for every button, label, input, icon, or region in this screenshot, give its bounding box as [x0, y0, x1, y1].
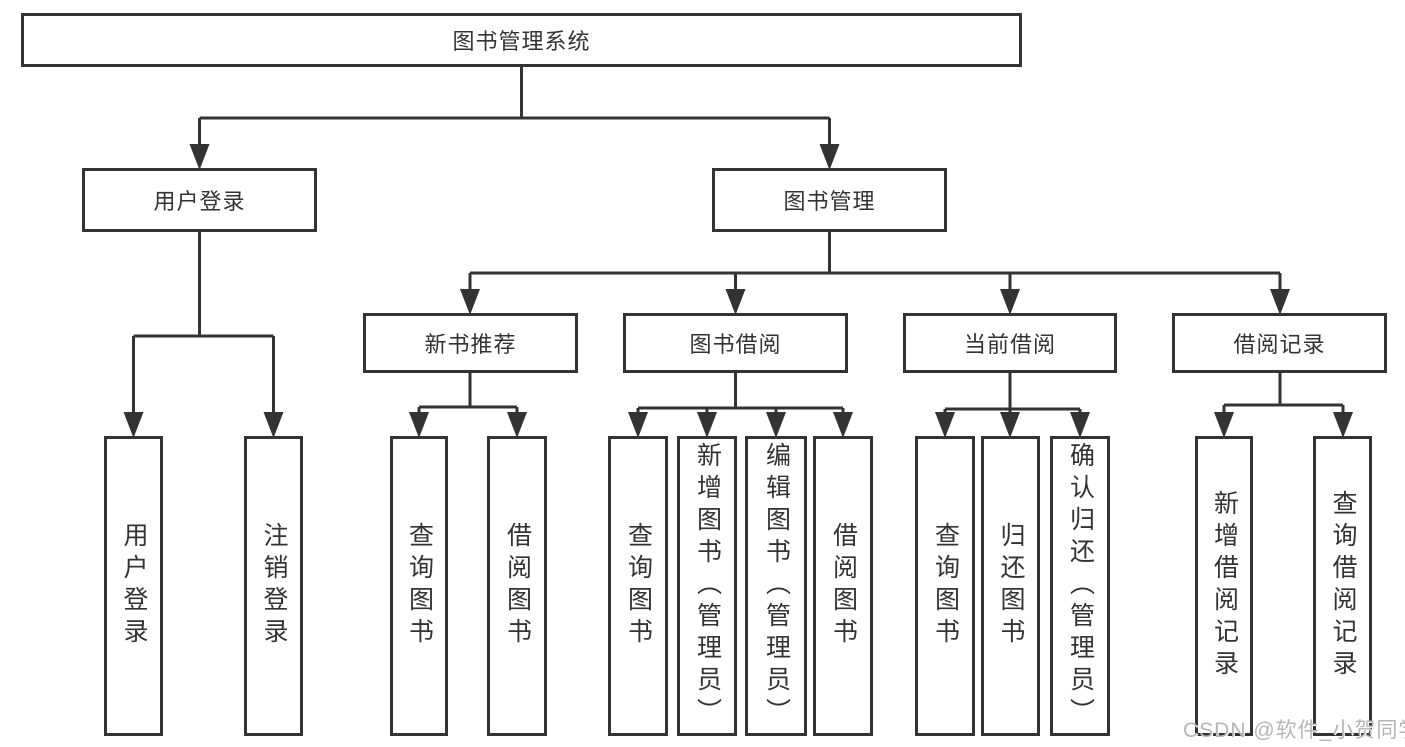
leaf-user-login: 用户登录	[104, 436, 163, 736]
node-label: 借阅记录	[1233, 332, 1326, 357]
node-label: 查询图书	[931, 522, 960, 650]
leaf-borrow-books-recommend: 借阅图书	[487, 436, 547, 736]
node-label: 确认归还（管理员）	[1066, 442, 1095, 730]
leaf-add-book-admin: 新增图书（管理员）	[677, 436, 737, 736]
node-label: 用户登录	[153, 189, 246, 214]
node-label: 借阅图书	[829, 522, 858, 650]
node-system-root: 图书管理系统	[21, 13, 1022, 67]
node-label: 图书管理系统	[452, 29, 591, 54]
leaf-logout: 注销登录	[244, 436, 303, 736]
leaf-edit-book-admin: 编辑图书（管理员）	[745, 436, 807, 736]
leaf-query-books-recommend: 查询图书	[390, 436, 448, 736]
node-label: 图书借阅	[689, 332, 782, 357]
node-label: 借阅图书	[503, 522, 532, 650]
node-label: 新书推荐	[424, 332, 517, 357]
arrowheads	[123, 144, 1353, 438]
leaf-return-book: 归还图书	[981, 436, 1040, 736]
leaf-query-books-borrowing: 查询图书	[608, 436, 668, 736]
leaf-query-borrow-record: 查询借阅记录	[1313, 436, 1372, 736]
node-new-book-recommend: 新书推荐	[363, 313, 578, 373]
node-label: 查询借阅记录	[1329, 490, 1357, 682]
node-label: 新增图书（管理员）	[693, 442, 722, 730]
leaf-borrow-books-borrowing: 借阅图书	[813, 436, 873, 736]
node-label: 当前借阅	[963, 332, 1056, 357]
leaf-add-borrow-record: 新增借阅记录	[1195, 436, 1253, 736]
node-label: 新增借阅记录	[1210, 490, 1239, 682]
node-label: 查询图书	[624, 522, 653, 650]
node-label: 查询图书	[405, 522, 434, 650]
node-label: 编辑图书（管理员）	[762, 442, 791, 730]
node-label: 用户登录	[120, 522, 148, 650]
node-book-borrowing: 图书借阅	[623, 313, 848, 373]
node-label: 注销登录	[260, 522, 288, 650]
node-current-borrowing: 当前借阅	[903, 313, 1117, 373]
node-borrowing-records: 借阅记录	[1172, 313, 1387, 373]
node-label: 归还图书	[997, 522, 1025, 650]
leaf-query-books-current: 查询图书	[915, 436, 975, 736]
node-book-management: 图书管理	[712, 168, 947, 232]
leaf-confirm-return-admin: 确认归还（管理员）	[1050, 436, 1110, 736]
node-user-login: 用户登录	[82, 168, 317, 232]
node-label: 图书管理	[783, 189, 876, 214]
watermark: CSDN @软件_小贺同学	[1183, 719, 1405, 742]
